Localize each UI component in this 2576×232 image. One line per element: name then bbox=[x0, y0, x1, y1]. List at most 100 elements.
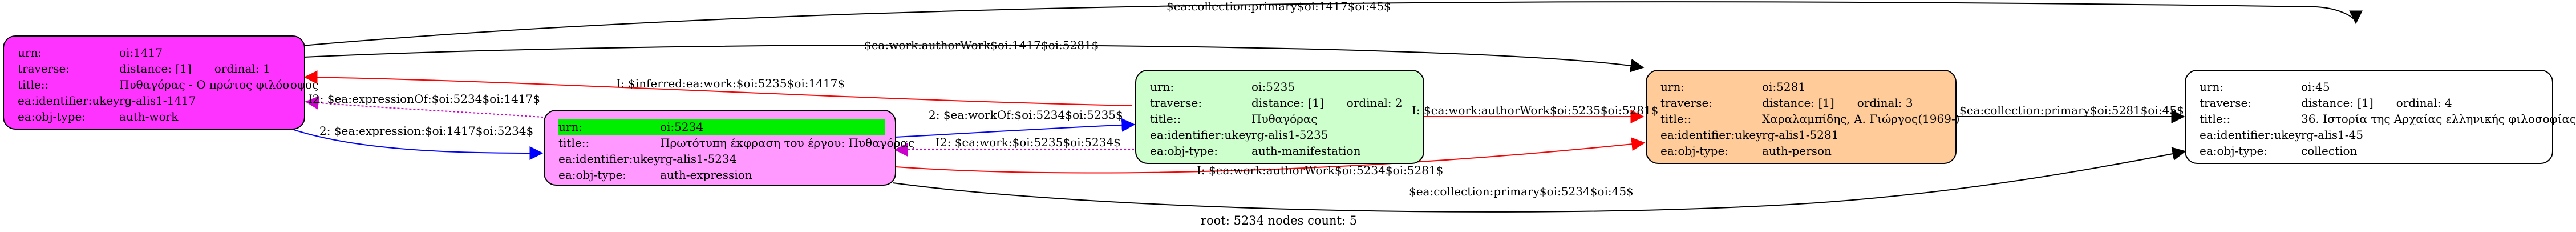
node-row: title::36. Ιστορία της Αρχαίας ελληνικής… bbox=[2200, 111, 2576, 127]
node-row: ea:obj-type: auth-person bbox=[1660, 143, 1945, 159]
field-value: Χαραλαμπίδης, Α. Γιώργος(1969-) bbox=[1762, 112, 1960, 126]
field-value: distance: [1] bbox=[1762, 96, 1834, 110]
field-value: 36. Ιστορία της Αρχαίας ελληνικής φιλοσο… bbox=[2301, 112, 2576, 126]
node-oi-45[interactable]: urn: oi:45 traverse: distance: [1] ordinal:… bbox=[2185, 70, 2576, 164]
node-row: traverse: distance: [1] ordinal: 4 bbox=[2200, 95, 2542, 111]
field-value: distance: [1] bbox=[1251, 96, 1324, 110]
field-value-ordinal: ordinal: 2 bbox=[1346, 96, 1403, 110]
node-oi-5281[interactable]: urn: oi:5281 traverse: distance: [1] ordina… bbox=[1646, 70, 1960, 164]
field-value: rg-alis1-5234 bbox=[660, 152, 737, 166]
field-key: traverse: bbox=[1660, 96, 1713, 110]
field-value: oi:45 bbox=[2301, 80, 2330, 94]
field-key: ea:identifier:ukey bbox=[1660, 128, 1763, 142]
edge-label-e10: $ea:collection:primary$oi:5281$oi:45$ bbox=[1959, 103, 2184, 117]
field-key: urn: bbox=[558, 120, 583, 134]
node-oi-5234[interactable]: urn: oi:5234 title::Πρωτότυπη έκφραση του… bbox=[544, 110, 914, 186]
node-row: title::Χαραλαμπίδης, Α. Γιώργος(1969-) bbox=[1660, 111, 1960, 127]
field-value: rg-alis1-1417 bbox=[119, 94, 196, 107]
node-row: urn: oi:1417 bbox=[18, 45, 294, 61]
field-key: title:: bbox=[18, 78, 49, 91]
field-value: Πυθαγόρας bbox=[1251, 112, 1318, 126]
field-key: ea:identifier:ukey bbox=[18, 94, 120, 107]
field-key: title:: bbox=[2200, 112, 2231, 126]
node-row: title::Πρωτότυπη έκφραση του έργου: Πυθα… bbox=[558, 135, 914, 151]
node-row: urn: oi:5281 bbox=[1660, 79, 1945, 95]
node-row: title::Πυθαγόρας - Ο πρώτος φιλόσοφος bbox=[18, 77, 318, 93]
field-key: traverse: bbox=[18, 62, 70, 75]
node-row: urn: oi:45 bbox=[2200, 79, 2542, 95]
field-key: urn: bbox=[18, 46, 42, 59]
field-key: ea:obj-type: bbox=[558, 168, 627, 182]
field-key: ea:obj-type: bbox=[18, 110, 86, 123]
field-key: ea:identifier:ukey bbox=[558, 152, 661, 166]
field-key: urn: bbox=[2200, 80, 2224, 94]
node-oi-1417[interactable]: urn: oi:1417 traverse: distance: [1] ordina… bbox=[3, 35, 318, 130]
field-key: title:: bbox=[558, 136, 590, 150]
node-oi-5235[interactable]: urn: oi:5235 traverse: distance: [1] ordina… bbox=[1135, 70, 1424, 164]
field-value: auth-manifestation bbox=[1251, 144, 1361, 158]
field-value-ordinal: ordinal: 1 bbox=[214, 62, 270, 75]
field-value: Πυθαγόρας - Ο πρώτος φιλόσοφος bbox=[119, 78, 319, 91]
edge-label-e1: $ea:collection:primary$oi:1417$oi:45$ bbox=[1167, 0, 1391, 13]
field-value: distance: [1] bbox=[2301, 96, 2374, 110]
edge-label-e2: $ea:work:authorWork$oi:1417$oi:5281$ bbox=[864, 38, 1099, 52]
edge-label-e4: I2: $ea:expressionOf:$oi:5234$oi:1417$ bbox=[308, 92, 540, 106]
graph-summary: root: 5234 nodes count: 5 bbox=[1201, 214, 1358, 227]
field-key: ea:identifier:ukey bbox=[1150, 128, 1252, 142]
node-row: traverse: distance: [1] ordinal: 2 bbox=[1150, 95, 1413, 111]
field-key: traverse: bbox=[1150, 96, 1202, 110]
field-key: ea:identifier:ukey bbox=[2200, 128, 2302, 142]
edge-label-e8: I: $ea:work:authorWork$oi:5235$oi:5281$ bbox=[1412, 103, 1659, 117]
edge-label-e7: I2: $ea:work:$oi:5235$oi:5234$ bbox=[935, 135, 1121, 149]
field-key: urn: bbox=[1660, 80, 1685, 94]
field-key: urn: bbox=[1150, 80, 1174, 94]
field-value: collection bbox=[2301, 144, 2358, 158]
edge-e2 bbox=[303, 44, 1645, 73]
field-value: oi:1417 bbox=[119, 46, 163, 59]
edge-e6 bbox=[894, 118, 1136, 138]
field-value-ordinal: ordinal: 4 bbox=[2396, 96, 2452, 110]
node-row: ea:obj-type: auth-work bbox=[18, 109, 294, 125]
node-row: traverse: distance: [1] ordinal: 3 bbox=[1660, 95, 1945, 111]
edge-label-e11: $ea:collection:primary$oi:5234$oi:45$ bbox=[1409, 185, 1634, 198]
field-value: oi:5234 bbox=[660, 120, 704, 134]
node-row: urn: oi:5235 bbox=[1150, 79, 1413, 95]
edge-e1 bbox=[302, 1, 2363, 46]
edge-label-e6: 2: $ea:workOf:$oi:5234$oi:5235$ bbox=[929, 108, 1123, 122]
node-row-highlighted: urn: oi:5234 bbox=[558, 119, 885, 135]
field-value: auth-work bbox=[119, 110, 179, 123]
field-value: distance: [1] bbox=[119, 62, 192, 75]
edge-label-e3: I: $inferred:ea:work:$oi:5235$oi:1417$ bbox=[616, 77, 845, 90]
node-row: ea:obj-type: auth-expression bbox=[558, 167, 885, 183]
edge-e5 bbox=[285, 126, 544, 160]
field-value: rg-alis1-45 bbox=[2301, 128, 2364, 142]
edge-e9 bbox=[895, 137, 1646, 174]
field-value: rg-alis1-5235 bbox=[1251, 128, 1328, 142]
edge-e3 bbox=[303, 70, 1133, 106]
node-row: ea:obj-type: auth-manifestation bbox=[1150, 143, 1413, 159]
field-value: auth-person bbox=[1762, 144, 1832, 158]
field-value: Πρωτότυπη έκφραση του έργου: Πυθαγόρας bbox=[660, 136, 915, 150]
edge-e11 bbox=[892, 147, 2186, 213]
node-row: ea:obj-type: collection bbox=[2200, 143, 2542, 159]
field-value: oi:5235 bbox=[1251, 80, 1295, 94]
field-key: ea:obj-type: bbox=[1150, 144, 1218, 158]
field-key: traverse: bbox=[2200, 96, 2252, 110]
field-key: ea:obj-type: bbox=[2200, 144, 2268, 158]
field-key: ea:obj-type: bbox=[1660, 144, 1729, 158]
field-value-ordinal: ordinal: 3 bbox=[1857, 96, 1913, 110]
field-value: oi:5281 bbox=[1762, 80, 1806, 94]
field-key: title:: bbox=[1150, 112, 1181, 126]
node-row: title::Πυθαγόρας bbox=[1150, 111, 1413, 127]
field-key: title:: bbox=[1660, 112, 1692, 126]
edge-e4 bbox=[305, 95, 544, 118]
field-value: rg-alis1-5281 bbox=[1762, 128, 1839, 142]
field-value: auth-expression bbox=[660, 168, 752, 182]
edge-label-e5: 2: $ea:expression:$oi:1417$oi:5234$ bbox=[319, 124, 534, 138]
